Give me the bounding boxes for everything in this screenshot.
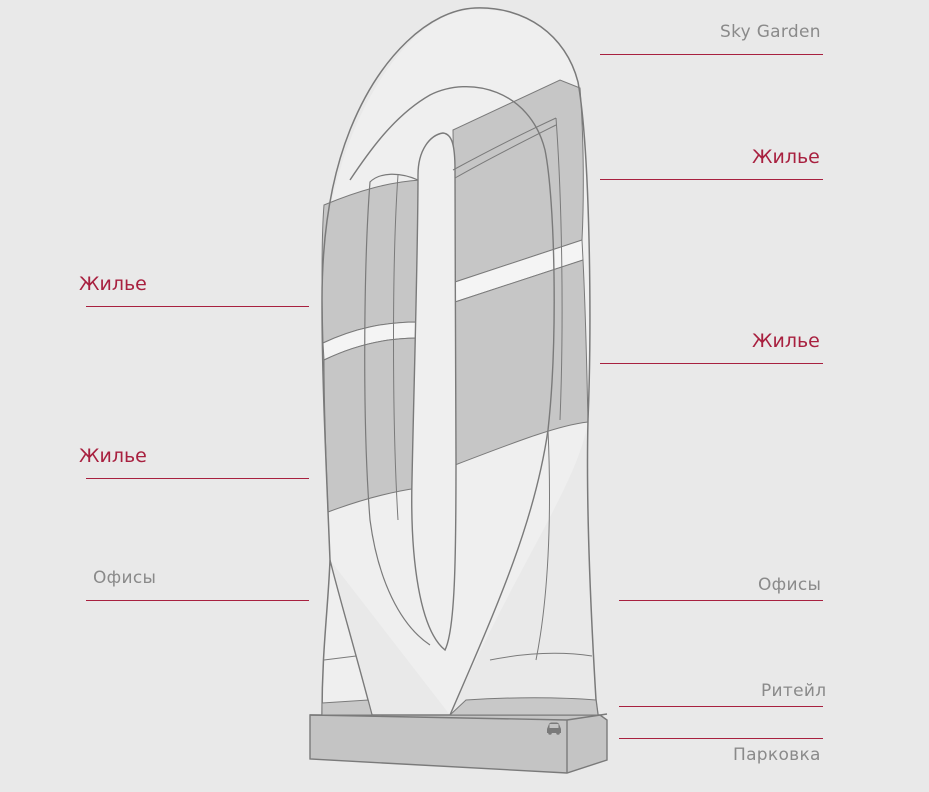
label-living-right-mid: Жилье (752, 330, 820, 352)
tower-left-finger (364, 173, 431, 646)
rule-offices-right (619, 600, 823, 601)
label-offices-right: Офисы (758, 575, 822, 595)
rule-living-right-top (600, 179, 823, 180)
label-living-left-top: Жилье (79, 273, 147, 295)
rule-parking (619, 738, 823, 739)
band-living-right-top (452, 79, 584, 283)
label-living-left-mid: Жилье (79, 445, 147, 467)
band-living-left-top (321, 179, 421, 344)
offices-band-line-right (489, 652, 593, 661)
parking-podium (309, 713, 608, 774)
label-parking: Парковка (733, 745, 821, 765)
band-living-left-mid (323, 337, 419, 513)
label-offices-left: Офисы (93, 568, 157, 588)
rule-living-left-mid (86, 478, 309, 479)
rule-living-right-mid (600, 363, 823, 364)
label-living-right-top: Жилье (752, 146, 820, 168)
retail-band (448, 697, 599, 716)
tower-left-finger-2 (393, 174, 399, 521)
rule-offices-left (86, 600, 309, 601)
car-icon (547, 722, 561, 735)
tower-inner-arch (329, 86, 555, 716)
label-sky-garden: Sky Garden (720, 22, 821, 42)
rule-retail (619, 706, 823, 707)
label-retail: Ритейл (761, 681, 827, 701)
offices-band-line-left (323, 655, 357, 661)
tower-right-edge (535, 117, 563, 661)
rule-living-left-top (86, 306, 309, 307)
tower-outline (321, 7, 599, 716)
rule-sky-garden (600, 54, 823, 55)
tower-right-detail (452, 117, 557, 179)
retail-band-left (321, 699, 373, 716)
tower-central-loop (411, 132, 457, 652)
